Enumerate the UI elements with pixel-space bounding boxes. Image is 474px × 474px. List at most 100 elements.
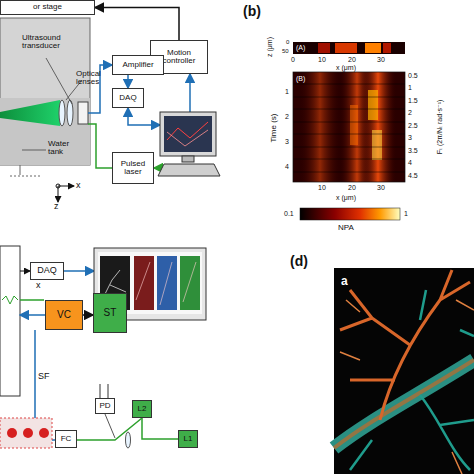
screen-plot (167, 130, 208, 146)
trigger-wire (154, 167, 160, 169)
amplifier-box: Amplifier (112, 55, 164, 75)
text-label: x (36, 281, 41, 290)
text-label: z (μm) (266, 37, 273, 57)
text-label: (A) (296, 44, 305, 51)
text-label: 3 (285, 138, 289, 145)
pd-lead (108, 384, 109, 398)
coupler-box: FC (55, 430, 77, 448)
monitor (94, 248, 206, 320)
lens (126, 432, 131, 448)
text-label: z (54, 202, 59, 211)
text-label: 0 (286, 39, 289, 45)
heatmap-peak (368, 90, 378, 120)
text-label: SF (38, 372, 50, 381)
text-label: (d) (290, 254, 308, 269)
axis-origin (56, 184, 60, 188)
text-label: Ultrasound transducer (22, 34, 72, 51)
optical-lens (59, 100, 65, 126)
vessel-photo (334, 268, 474, 474)
text-label: 1.5 (408, 97, 418, 104)
text-label: 2.5 (408, 122, 418, 129)
text-label: 10 (318, 184, 326, 191)
red-cell (7, 428, 17, 438)
red-cell (39, 428, 49, 438)
text-label: 0 (291, 56, 295, 63)
cut-box (0, 246, 20, 396)
monitor-stand (182, 156, 194, 162)
screen-plot (167, 122, 208, 140)
water (0, 98, 90, 165)
text-label: 0.1 (284, 210, 294, 217)
text-label: 20 (348, 184, 356, 191)
connector (127, 75, 129, 88)
text-label: (B) (296, 75, 305, 82)
heatmap-peak (372, 130, 382, 160)
text-label: 0.5 (408, 72, 418, 79)
heatmap-cell (365, 43, 381, 53)
heatmap-cell (335, 43, 357, 53)
text-label: 10 (318, 56, 326, 63)
data-wire (64, 270, 94, 272)
node-text: or stage (33, 3, 62, 11)
screen-image (134, 256, 154, 310)
leader-line (22, 150, 46, 151)
text-label: 3 (408, 134, 412, 141)
control-wire (189, 74, 191, 112)
heatmap-main (293, 72, 405, 182)
text-label: 30 (377, 184, 385, 191)
capillary (340, 300, 474, 474)
text-label: 1 (404, 210, 408, 217)
node-text: ST (104, 308, 117, 319)
node-text: DAQ (37, 266, 57, 275)
large-vessel (334, 360, 474, 448)
text-label: NPA (338, 224, 354, 232)
keyboard (158, 164, 220, 176)
node-text: VC (57, 310, 71, 321)
laser-box: Pulsed laser (112, 152, 154, 184)
node-text: PD (99, 402, 110, 410)
beam-splitter (105, 414, 115, 438)
pd-lead (100, 384, 101, 398)
water-tank (0, 18, 90, 165)
connector (142, 418, 178, 439)
text-label: Time (s) (270, 113, 278, 142)
text-label: (b) (243, 4, 261, 19)
vessel-branch (350, 290, 474, 470)
heatmap-cell (318, 43, 330, 53)
screen-vessels (136, 262, 196, 305)
text-label: Fₜ (2π/Nₜ rad·s⁻¹) (436, 100, 443, 155)
daq-box: DAQ (30, 262, 64, 280)
stage-box: or stage (0, 0, 95, 15)
text-label: 4 (408, 159, 412, 166)
pulse-train (2, 296, 18, 304)
connector (83, 314, 93, 316)
vc-box: VC (45, 300, 83, 330)
stand (20, 165, 21, 175)
node-text: L2 (138, 405, 147, 413)
st-box: ST (93, 293, 127, 333)
beam-path (90, 418, 142, 440)
heatmap-band (300, 72, 340, 182)
control-wire (20, 314, 45, 316)
heatmap-strip (293, 42, 405, 54)
text-label: x (μm) (336, 64, 356, 71)
laser-beam (0, 100, 60, 126)
connector (95, 8, 179, 41)
text-label: 50 (282, 48, 289, 54)
data-wire (128, 108, 160, 125)
text-label: 4.5 (408, 172, 418, 179)
text-label: 3.5 (408, 147, 418, 154)
text-label: 4 (285, 163, 289, 170)
beam-path (77, 439, 90, 441)
lens-box: L1 (178, 430, 198, 448)
text-label: 2 (408, 109, 412, 116)
laser-fiber (88, 124, 112, 168)
text-label: x (μm) (336, 194, 356, 201)
large-vessel-core (334, 360, 474, 448)
text-label: x (76, 181, 81, 190)
lens-box: L2 (132, 400, 152, 418)
node-text: FC (61, 435, 72, 443)
monitor-screen (164, 116, 212, 152)
